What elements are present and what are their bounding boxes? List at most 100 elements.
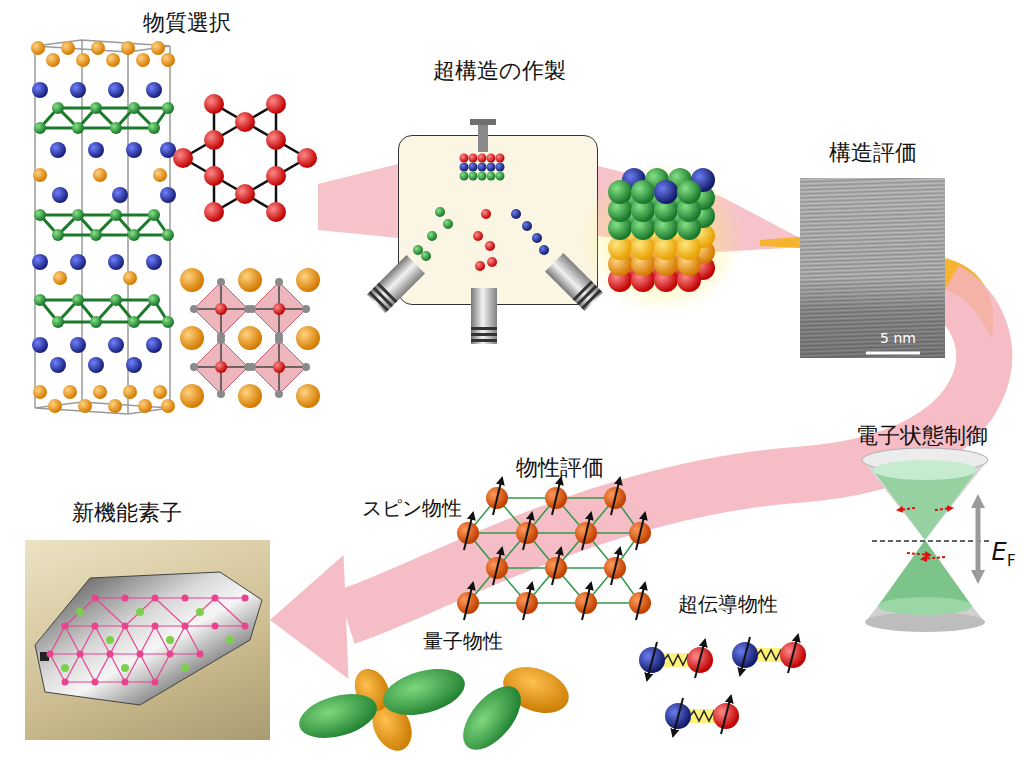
perovskite-lattice	[180, 268, 204, 292]
dirac-cone	[873, 460, 977, 480]
spin-lattice	[464, 513, 473, 550]
cooper-pairs	[647, 642, 657, 680]
flow-band	[598, 166, 800, 252]
crystal-structure	[52, 102, 64, 114]
growth-chamber-art	[511, 209, 549, 255]
growth-chamber-art	[469, 172, 478, 181]
spin-lattice	[493, 548, 502, 585]
kagome-lattice	[183, 104, 276, 212]
crystal-structure	[52, 316, 64, 328]
device-art	[166, 636, 174, 644]
stage-heading: 超構造の作製	[359, 58, 639, 84]
cooper-pairs	[639, 635, 806, 736]
growth-chamber-art	[473, 209, 497, 271]
kagome-lattice	[266, 130, 286, 150]
crystal-structure	[70, 337, 86, 353]
crystal-structure	[78, 399, 92, 413]
crystal-structure	[93, 385, 107, 399]
crystal-structure	[128, 229, 140, 241]
crystal-structure	[40, 299, 154, 302]
crystal-structure	[126, 142, 142, 158]
dirac-cone	[873, 470, 977, 540]
crystal-structure	[50, 357, 66, 373]
dirac-cone	[898, 508, 915, 510]
perovskite-lattice	[248, 305, 256, 313]
spin-lattice	[457, 478, 651, 620]
crystal-structure	[58, 321, 168, 324]
stage-heading: 物性評価	[516, 455, 604, 481]
growth-chamber-art	[460, 154, 505, 163]
growth-chamber-art	[532, 233, 542, 243]
crystal-structure	[34, 294, 46, 306]
superlattice-film	[631, 180, 655, 204]
crystal-structure	[34, 209, 46, 221]
spin-lattice	[611, 478, 620, 515]
crystal-structure	[40, 127, 154, 130]
crystal-structure	[108, 399, 122, 413]
growth-chamber-art	[478, 154, 487, 163]
perovskite-lattice	[180, 268, 320, 408]
device-art	[65, 681, 155, 682]
dirac-cone	[878, 597, 972, 615]
kagome-lattice	[204, 130, 224, 150]
kagome-lattice	[297, 148, 317, 168]
crystal-structure	[70, 82, 86, 98]
perovskite-lattice	[275, 278, 283, 286]
kagome-lattice	[173, 94, 317, 222]
kagome-lattice	[173, 148, 193, 168]
crystal-structure	[108, 337, 124, 353]
dirac-cone	[907, 553, 930, 555]
stage-heading: 構造評価	[780, 140, 965, 166]
device-art	[50, 653, 200, 654]
growth-chamber-art	[539, 245, 549, 255]
perovskite-lattice	[273, 361, 285, 373]
device-art	[95, 597, 245, 598]
growth-chamber-art	[460, 163, 469, 172]
growth-chamber-art	[481, 209, 491, 219]
growth-chamber-art	[460, 163, 505, 172]
spin-lattice	[611, 548, 620, 585]
crystal-structure	[34, 46, 36, 408]
growth-chamber-art	[471, 333, 497, 336]
crystal-structure	[121, 41, 135, 55]
dirac-cone	[862, 448, 992, 632]
growth-chamber-art	[573, 281, 594, 302]
perovskite-lattice	[194, 282, 306, 394]
cooper-pairs	[673, 698, 683, 736]
spin-lattice	[468, 532, 640, 534]
crystal-structure	[90, 316, 102, 328]
device-art	[121, 664, 129, 672]
growth-chamber-art	[478, 163, 487, 172]
kagome-lattice	[266, 166, 286, 186]
device-art	[212, 595, 219, 602]
growth-chamber-art	[470, 119, 496, 125]
property-label: 量子物性	[423, 629, 503, 653]
superlattice-film	[580, 162, 744, 314]
device-art	[62, 679, 69, 686]
dirac-cone	[898, 508, 952, 559]
scale-bar	[866, 353, 920, 354]
spin-lattice	[636, 513, 645, 550]
device-art	[92, 595, 99, 602]
scale-label: 5 nm	[858, 330, 938, 347]
perovskite-lattice	[190, 363, 198, 371]
spin-lattice	[468, 602, 640, 604]
growth-chamber-art	[496, 172, 505, 181]
stem-image: 構造評価5 nm	[800, 178, 945, 358]
crystal-structure	[31, 40, 176, 414]
growth-chamber-art	[413, 207, 453, 261]
crystal-structure	[52, 187, 68, 203]
perovskite-lattice	[190, 278, 310, 398]
growth-chamber-art	[367, 255, 425, 313]
perovskite-lattice	[190, 305, 198, 313]
growth-chamber-art	[496, 154, 505, 163]
crystal-structure	[162, 229, 174, 241]
crystal-structure	[33, 385, 47, 399]
perovskite-lattice	[194, 282, 248, 336]
device-art	[35, 572, 262, 705]
growth-chamber-art	[487, 163, 496, 172]
crystal-structure	[108, 254, 124, 270]
crystal-structure	[136, 53, 150, 67]
